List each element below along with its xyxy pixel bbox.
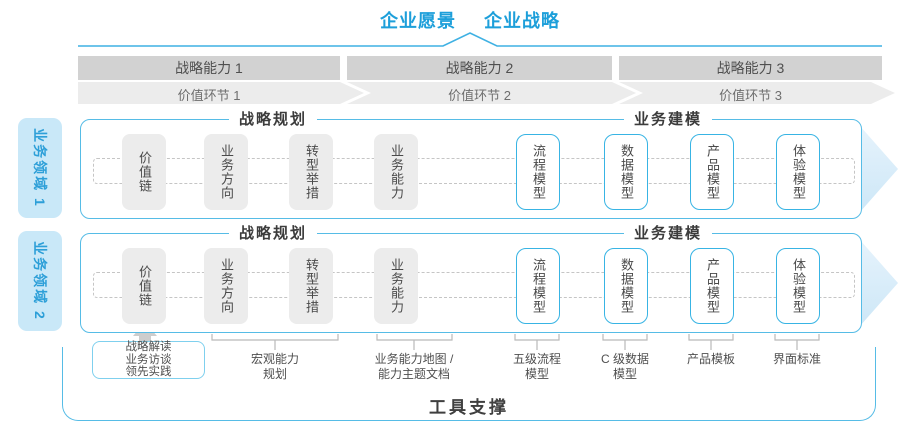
value-link-2: 价值环节 2: [448, 87, 511, 103]
box-process-model: 流程模型: [516, 134, 560, 210]
planning-title-row2: 战略规划: [228, 223, 318, 244]
note-data-model: C 级数据模型: [600, 352, 650, 381]
practice-line: 业务访谈: [125, 353, 172, 366]
domain-label-2: 业务领域 2: [18, 231, 62, 331]
box-experience-model: 体验模型: [776, 248, 820, 324]
box-experience-model: 体验模型: [776, 134, 820, 210]
value-link-1: 价值环节 1: [177, 87, 241, 103]
box-transformation-initiatives: 转型举措: [289, 248, 333, 324]
domain-label-1: 业务领域 1: [18, 118, 62, 218]
flow-row-2: 战略规划 业务建模 价值链 业务方向 转型举措 业务能力 流程模型 数据模型 产…: [80, 223, 862, 333]
modeling-title-row1: 业务建模: [623, 109, 713, 130]
dashed-strip-row1: [93, 158, 855, 184]
planning-title-row1: 战略规划: [228, 109, 318, 130]
tool-support-container: [62, 347, 876, 421]
practice-line: 领先实践: [125, 366, 172, 379]
box-data-model: 数据模型: [604, 248, 648, 324]
dashed-strip-row2: [93, 272, 855, 298]
box-business-direction: 业务方向: [204, 134, 248, 210]
header-notch-line: [78, 32, 882, 47]
box-data-model: 数据模型: [604, 134, 648, 210]
box-value-chain: 价值链: [122, 134, 166, 210]
vision-title: 企业愿景: [380, 11, 456, 31]
box-business-capability: 业务能力: [374, 248, 418, 324]
box-business-capability: 业务能力: [374, 134, 418, 210]
note-capability-map: 业务能力地图 /能力主题文档: [374, 352, 454, 381]
note-process-model: 五级流程模型: [512, 352, 562, 381]
box-product-model: 产品模型: [690, 248, 734, 324]
capability-bar-1: 战略能力 1: [78, 56, 340, 80]
modeling-title-row2: 业务建模: [623, 223, 713, 244]
box-process-model: 流程模型: [516, 248, 560, 324]
strategy-title: 企业战略: [484, 11, 560, 31]
value-link-3: 价值环节 3: [719, 87, 782, 103]
capability-bar-3: 战略能力 3: [619, 56, 882, 80]
practice-line: 战略解读: [125, 341, 172, 354]
box-business-direction: 业务方向: [204, 248, 248, 324]
header: 企业愿景 企业战略: [0, 7, 910, 33]
capability-bar-2: 战略能力 2: [347, 56, 612, 80]
practice-annotation-box: 战略解读 业务访谈 领先实践: [92, 341, 205, 379]
box-transformation-initiatives: 转型举措: [289, 134, 333, 210]
tool-support-label: 工具支撑: [429, 398, 509, 417]
note-macro-capability: 宏观能力规划: [250, 352, 300, 381]
flow-row-1: 战略规划 业务建模 价值链 业务方向 转型举措 业务能力 流程模型 数据模型 产…: [80, 109, 862, 219]
note-ui-standard: 界面标准: [772, 352, 822, 366]
box-product-model: 产品模型: [690, 134, 734, 210]
note-product-template: 产品模板: [686, 352, 736, 366]
box-value-chain: 价值链: [122, 248, 166, 324]
